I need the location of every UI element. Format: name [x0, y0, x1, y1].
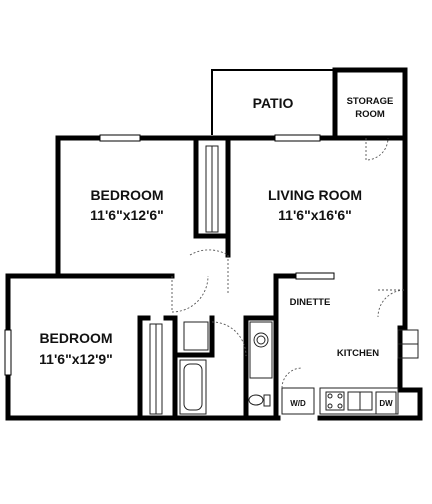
linen-closet: [183, 321, 209, 351]
slider-patio: [274, 134, 321, 142]
door-storage: [365, 137, 389, 161]
door-bath: [211, 321, 247, 357]
label-washer-dryer: W/D: [290, 399, 306, 408]
label-storage-line1: STORAGE: [347, 96, 394, 107]
toilet-icon: [248, 394, 264, 406]
label-bedroom2-dims: 11'6"x12'9": [39, 351, 113, 367]
label-patio: PATIO: [253, 95, 294, 111]
door-entry: [377, 289, 406, 318]
label-bedroom1-dims: 11'6"x12'6": [90, 207, 164, 223]
window-bedroom1: [99, 134, 141, 142]
label-living-dims: 11'6"x16'6": [278, 207, 352, 223]
walls: [5, 67, 423, 421]
sink-icon: [253, 332, 269, 348]
label-dishwasher: DW: [379, 399, 393, 408]
door-swings: [171, 137, 406, 389]
stove-icon: [325, 391, 345, 411]
window-dinette: [295, 272, 335, 280]
door-wd: [281, 367, 303, 389]
fixtures: [149, 145, 419, 415]
label-dinette: DINETTE: [290, 297, 331, 308]
window-bedroom2: [4, 329, 12, 376]
door-bedroom1: [189, 249, 229, 293]
door-bedroom2: [171, 275, 209, 313]
vanity: [249, 321, 273, 379]
label-living-name: LIVING ROOM: [268, 187, 362, 203]
label-kitchen: KITCHEN: [337, 348, 379, 359]
labels: PATIO STORAGE ROOM BEDROOM 11'6"x12'6" L…: [39, 95, 393, 408]
label-bedroom2-name: BEDROOM: [39, 330, 112, 346]
windows: [4, 134, 335, 376]
kitchen-counter: [319, 387, 399, 415]
dishwasher-box: [375, 391, 397, 415]
washer-dryer-box: [281, 387, 315, 415]
label-bedroom1-name: BEDROOM: [90, 187, 163, 203]
label-storage-line2: ROOM: [355, 109, 385, 120]
bathtub: [179, 359, 207, 415]
